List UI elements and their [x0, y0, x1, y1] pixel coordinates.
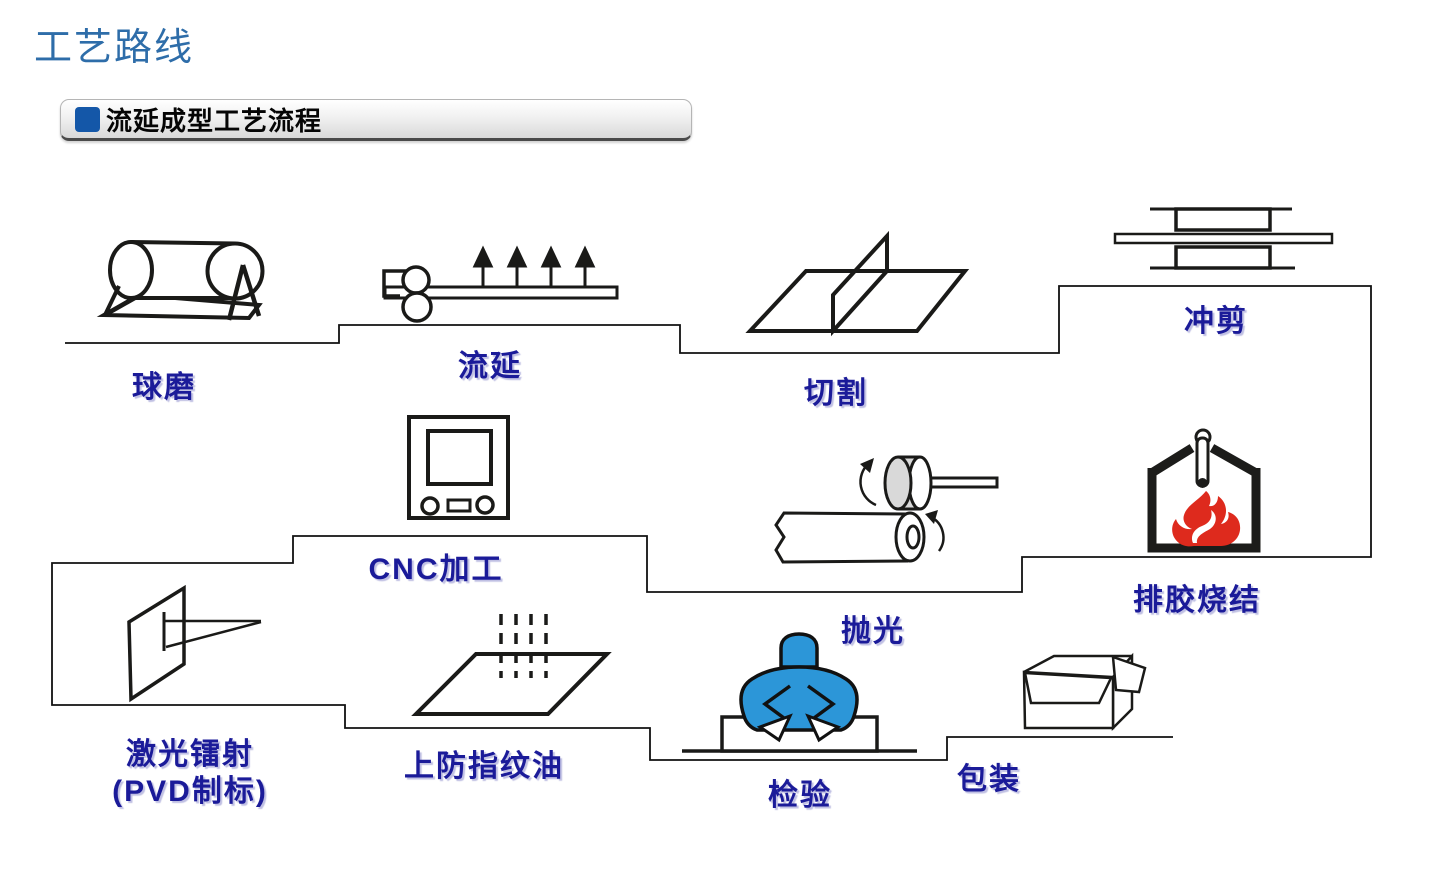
step-label-polishing: 抛光 [841, 615, 905, 648]
step-label-laser-marking-line2: (PVD制标) [112, 775, 268, 808]
step-label-ball-milling: 球磨 [132, 371, 196, 404]
up-arrows-icon [472, 245, 596, 287]
step-label-tape-casting: 流延 [458, 350, 522, 383]
cutting-blade-icon [745, 230, 970, 337]
step-label-laser-marking-line1: 激光镭射 [125, 738, 254, 771]
polishing-wheel-icon [774, 455, 999, 564]
step-label-anti-fingerprint: 上防指纹油 [404, 750, 564, 783]
packaging-box-icon [1022, 652, 1147, 732]
section-title: 流延成型工艺流程 [106, 105, 323, 136]
oil-spray-icon [411, 614, 612, 716]
step-label-punching: 冲剪 [1184, 305, 1248, 338]
inspector-icon [682, 632, 917, 753]
ball-mill-icon [96, 240, 265, 321]
step-label-cnc-machining: CNC加工 [368, 553, 504, 586]
step-label-inspection: 检验 [768, 779, 832, 812]
step-label-cutting: 切割 [804, 377, 868, 410]
spray-dashes-icon [499, 614, 548, 678]
step-label-laser-marking: 激光镭射 (PVD制标) [112, 736, 268, 810]
sintering-furnace-icon [1147, 428, 1261, 553]
tape-casting-machine-icon [382, 245, 619, 323]
laser-marking-icon [127, 584, 262, 703]
punching-press-icon [1113, 207, 1334, 270]
flow-connector-line [51, 285, 1372, 761]
step-label-debinding-sintering: 排胶烧结 [1133, 584, 1261, 617]
cnc-machine-icon [407, 415, 510, 520]
page-title: 工艺路线 [34, 27, 195, 69]
blue-square-bullet-icon [75, 106, 100, 132]
section-header: 流延成型工艺流程 [60, 99, 692, 141]
step-label-packaging: 包装 [957, 763, 1021, 796]
flame-icon [1172, 491, 1241, 547]
